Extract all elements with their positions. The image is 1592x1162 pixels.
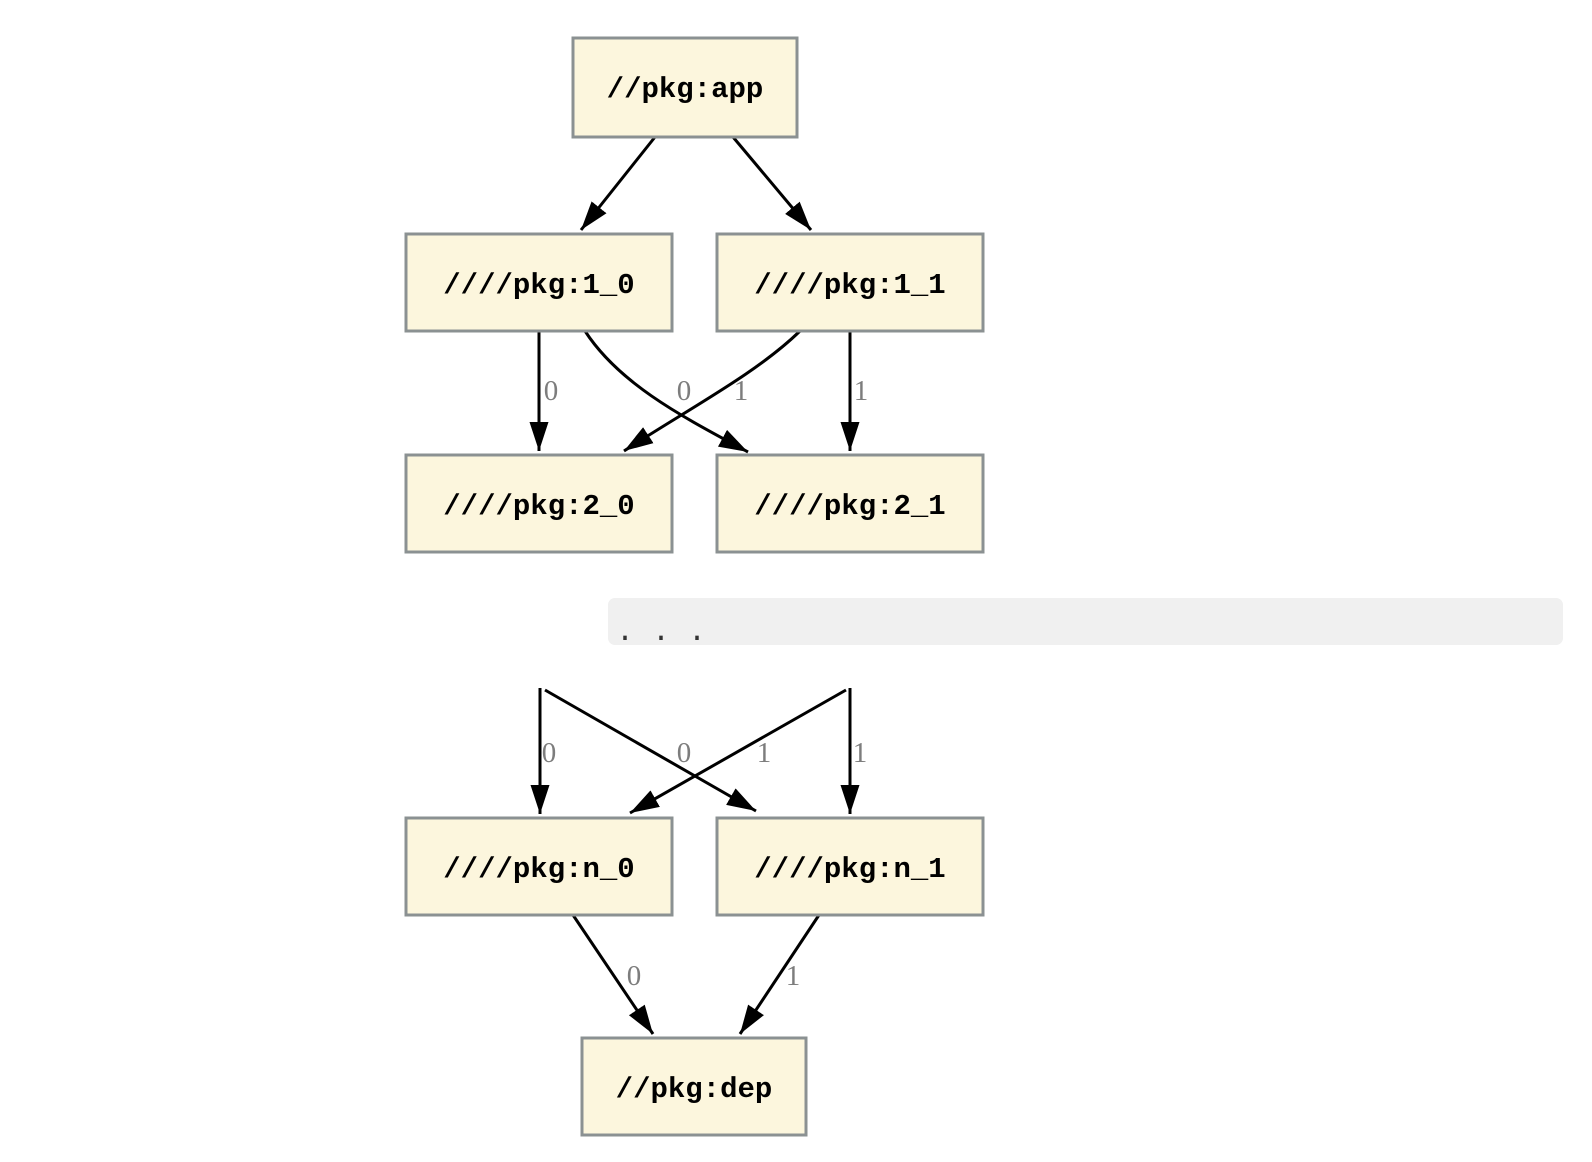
edge-1_1-to-2_0 (623, 329, 802, 453)
edge-n_1-to-dep (738, 914, 821, 1035)
node-dep: //pkg:dep (580, 1036, 808, 1137)
edge-app-to-1_0 (579, 136, 657, 231)
edge-prev1-to-n_0 (629, 688, 847, 815)
edge-label: 1 (786, 960, 801, 992)
edge-1_0-to-2_1 (583, 330, 749, 454)
edge-app-to-1_1 (731, 136, 813, 231)
node-2_0-label: ////pkg:2_0 (443, 490, 634, 523)
edge-n_0-to-dep (571, 914, 655, 1035)
ellipsis-band (608, 598, 1563, 645)
edge-label: 1 (853, 737, 868, 769)
node-2_0-box (404, 453, 674, 554)
node-n_1-box (715, 816, 985, 917)
edge-label: 0 (627, 960, 642, 992)
node-1_0-label: ////pkg:1_0 (443, 269, 634, 302)
node-1_1-box (715, 232, 985, 333)
edge-label: 0 (677, 737, 692, 769)
node-n_0-box (404, 816, 674, 917)
node-dep-box (580, 1036, 808, 1137)
edge-label: 0 (542, 737, 557, 769)
node-n_1-label: ////pkg:n_1 (754, 853, 945, 886)
node-2_1-box (715, 453, 985, 554)
node-2_1-label: ////pkg:2_1 (754, 490, 945, 523)
node-2_0: ////pkg:2_0 (404, 453, 674, 554)
node-1_0-box (404, 232, 674, 333)
edge-label: 1 (734, 375, 749, 407)
edge-label: 0 (544, 375, 559, 407)
node-2_1: ////pkg:2_1 (715, 453, 985, 554)
node-app: //pkg:app (571, 36, 799, 139)
edge-prev0-to-n_1 (544, 688, 757, 813)
edge-label: 1 (757, 737, 772, 769)
node-1_1: ////pkg:1_1 (715, 232, 985, 333)
node-1_1-label: ////pkg:1_1 (754, 269, 945, 302)
node-1_0: ////pkg:1_0 (404, 232, 674, 333)
ellipsis-text: . . . (616, 616, 706, 650)
node-app-box (571, 36, 799, 139)
node-n_0-label: ////pkg:n_0 (443, 853, 634, 886)
node-app-label: //pkg:app (607, 73, 764, 106)
node-n_0: ////pkg:n_0 (404, 816, 674, 917)
node-dep-label: //pkg:dep (616, 1073, 773, 1106)
edge-label: 1 (854, 375, 869, 407)
edge-label: 0 (677, 375, 692, 407)
node-n_1: ////pkg:n_1 (715, 816, 985, 917)
